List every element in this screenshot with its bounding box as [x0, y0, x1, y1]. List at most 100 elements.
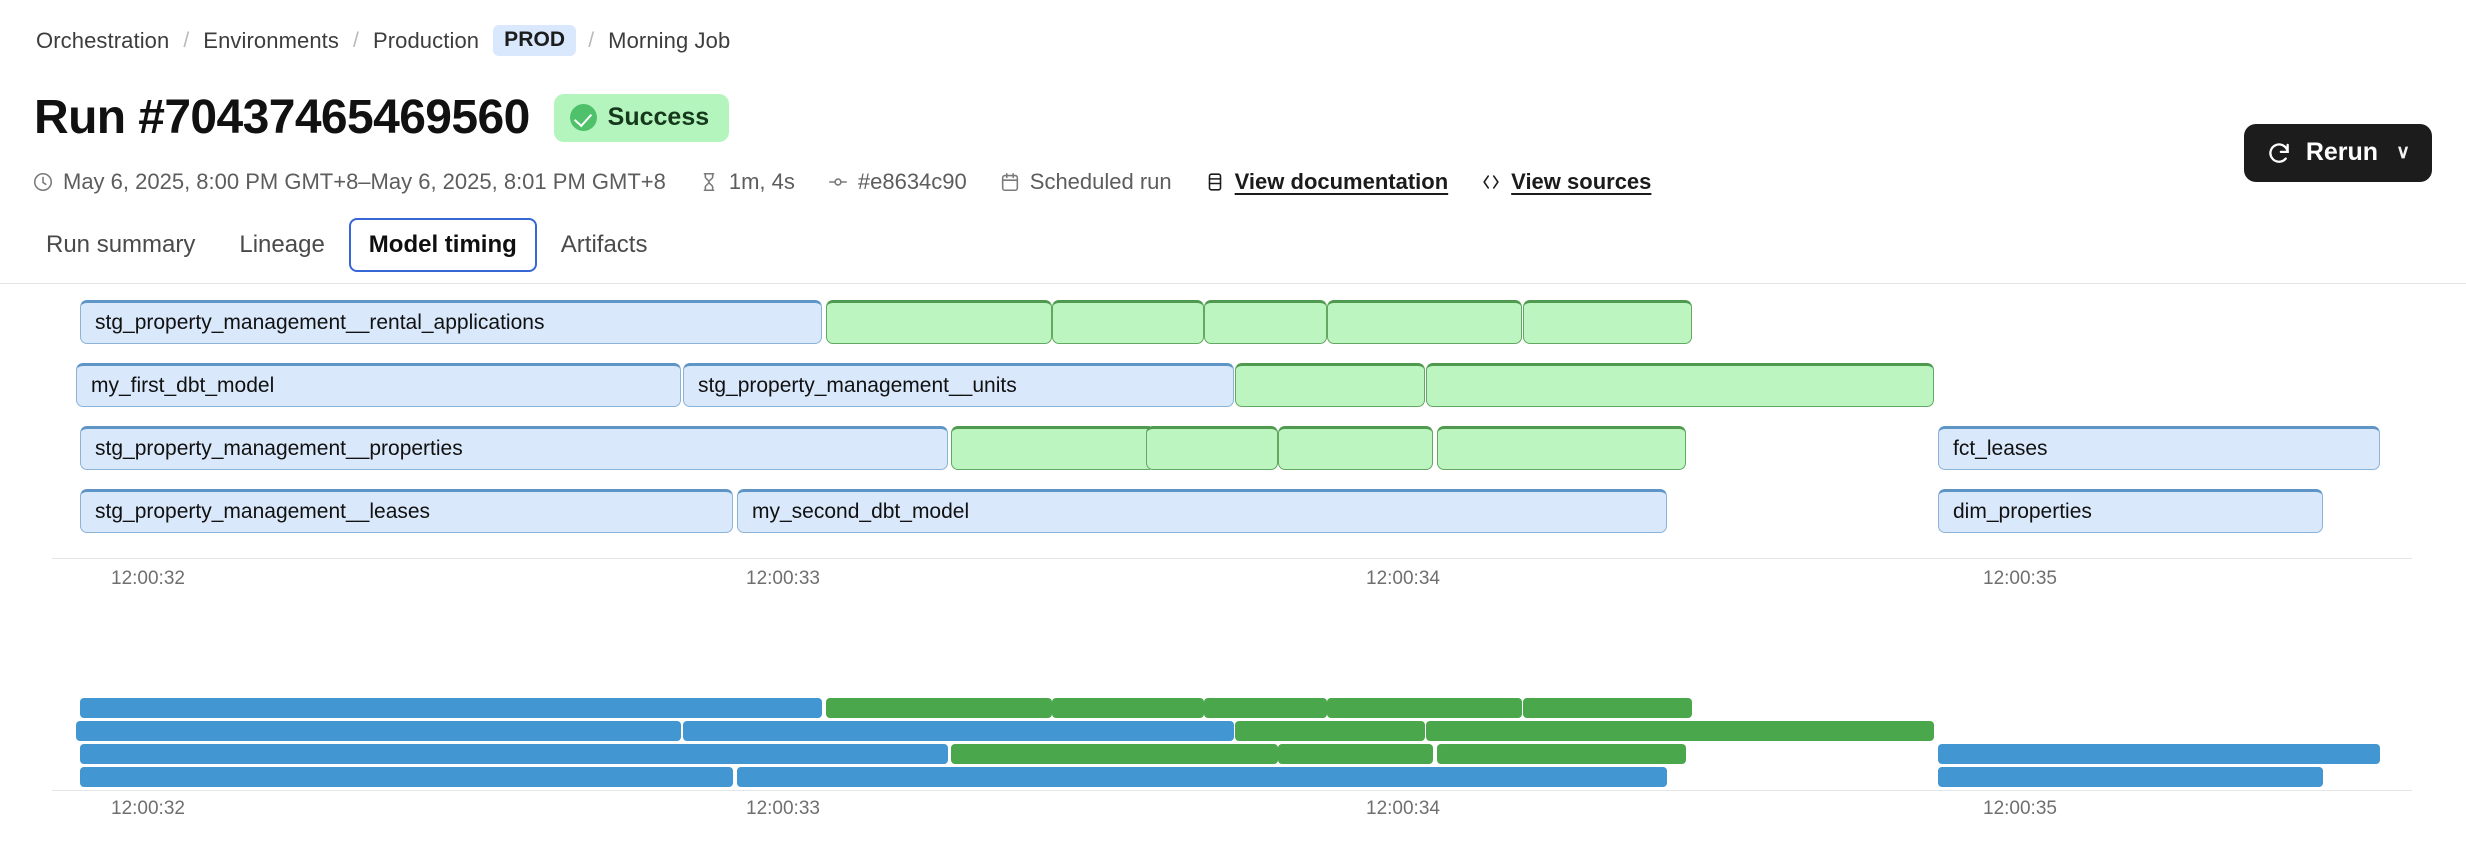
tab-run-summary[interactable]: Run summary [46, 231, 196, 258]
check-circle-icon [569, 103, 597, 131]
gantt-bar-stg-property-management-rental-applications[interactable]: stg_property_management__rental_applicat… [80, 300, 822, 344]
breadcrumb-item-orchestration[interactable]: Orchestration [36, 27, 170, 53]
breadcrumb-item-environments[interactable]: Environments [203, 27, 339, 53]
minimap-bar[interactable] [1426, 721, 1934, 741]
gantt-row: stg_property_management__rental_applicat… [0, 300, 2466, 344]
axis-tick-label: 12:00:32 [111, 568, 185, 589]
minimap-axis-tick-label: 12:00:33 [746, 798, 820, 819]
gantt-bar-test[interactable] [1523, 300, 1692, 344]
minimap-bar[interactable] [683, 721, 1234, 741]
minimap-bar[interactable] [80, 698, 822, 718]
tab-model-timing[interactable]: Model timing [348, 218, 537, 272]
gantt-bar-test[interactable] [1235, 363, 1425, 407]
gantt-bar-test[interactable] [1278, 426, 1433, 470]
meta-label: View sources [1511, 169, 1652, 194]
minimap-bar[interactable] [1523, 698, 1692, 718]
gantt-bar-label: dim_properties [1953, 500, 2092, 523]
tab-bar[interactable]: Run summary Lineage Model timing Artifacts [26, 218, 667, 272]
meta-label: #e8634c90 [857, 169, 967, 194]
run-meta-row: May 6, 2025, 8:00 PM GMT+8–May 6, 2025, … [32, 169, 1683, 195]
breadcrumb: Orchestration / Environments / Production PRO… [34, 25, 732, 56]
minimap-bar[interactable] [1052, 698, 1204, 718]
gantt-bar-stg-property-management-properties[interactable]: stg_property_management__properties [80, 426, 948, 470]
tab-lineage[interactable]: Lineage [239, 231, 325, 258]
gantt-bar-test[interactable] [1052, 300, 1204, 344]
tab-artifacts[interactable]: Artifacts [560, 231, 648, 258]
minimap-axis-tick-label: 12:00:32 [111, 798, 185, 819]
axis-tick-label: 12:00:35 [1983, 568, 2057, 589]
minimap-row [0, 698, 2466, 718]
breadcrumb-item-production[interactable]: Production [372, 27, 480, 53]
breadcrumb-tag-prod[interactable]: PROD [493, 25, 577, 56]
gantt-bar-label: my_first_dbt_model [91, 374, 275, 397]
minimap-bar[interactable] [1278, 744, 1433, 764]
minimap-row [0, 721, 2466, 741]
meta-code[interactable]: View sources [1480, 169, 1651, 195]
minimap-bar[interactable] [1437, 744, 1686, 764]
breadcrumb-separator: / [183, 28, 190, 52]
gantt-bar-label: my_second_dbt_model [752, 500, 970, 523]
meta-git-commit: #e8634c90 [827, 169, 967, 195]
gantt-bar-test[interactable] [951, 426, 1155, 470]
minimap-bar[interactable] [1327, 698, 1522, 718]
gantt-row: stg_property_management__properties fct_l… [0, 426, 2466, 470]
gantt-bar-my-second-dbt-model[interactable]: my_second_dbt_model [737, 489, 1667, 533]
gantt-bar-test[interactable] [1437, 426, 1686, 470]
minimap-bar[interactable] [826, 698, 1052, 718]
rerun-button-label: Rerun [2305, 138, 2379, 166]
gantt-bar-test[interactable] [1426, 363, 1934, 407]
minimap-bar[interactable] [1146, 744, 1278, 764]
gantt-bar-label: fct_leases [1953, 437, 2048, 460]
breadcrumb-separator: / [353, 28, 359, 52]
git-commit-icon [828, 178, 847, 186]
minimap-bar[interactable] [80, 767, 733, 787]
minimap-bar[interactable] [951, 744, 1155, 764]
meta-label: View documentation [1234, 169, 1449, 194]
gantt-bar-test[interactable] [1146, 426, 1278, 470]
gantt-bar-label: stg_property_management__leases [95, 500, 431, 523]
minimap-bar[interactable] [1938, 767, 2323, 787]
clock-icon [33, 172, 53, 192]
status-badge-label: Success [607, 102, 710, 131]
gantt-bar-stg-property-management-leases[interactable]: stg_property_management__leases [80, 489, 733, 533]
meta-book[interactable]: View documentation [1204, 169, 1449, 195]
gantt-bar-label: stg_property_management__properties [95, 437, 463, 460]
book-icon [1208, 173, 1221, 191]
meta-label: Scheduled run [1029, 169, 1172, 194]
gantt-bar-fct-leases[interactable]: fct_leases [1938, 426, 2380, 470]
minimap-axis-tick-label: 12:00:34 [1366, 798, 1440, 819]
gantt-bar-test[interactable] [826, 300, 1052, 344]
gantt-axis-rule [52, 558, 2412, 559]
meta-label: May 6, 2025, 8:00 PM GMT+8–May 6, 2025, … [63, 169, 666, 194]
gantt-bar-my-first-dbt-model[interactable]: my_first_dbt_model [76, 363, 681, 407]
gantt-bar-test[interactable] [1327, 300, 1522, 344]
title-row: Run #70437465469560 Success [34, 90, 730, 145]
meta-hourglass: 1m, 4s [698, 169, 795, 195]
model-timing-chart: stg_property_management__rental_applicat… [0, 300, 2466, 819]
minimap-bar[interactable] [1235, 721, 1425, 741]
gantt-bar-stg-property-management-units[interactable]: stg_property_management__units [683, 363, 1234, 407]
gantt-row: stg_property_management__leases my_second… [0, 489, 2466, 533]
refresh-icon [2269, 142, 2289, 163]
minimap-row [0, 744, 2466, 764]
gantt-bar-test[interactable] [1204, 300, 1327, 344]
minimap-bar[interactable] [1938, 744, 2380, 764]
code-icon [1483, 175, 1499, 189]
hourglass-icon [703, 172, 715, 192]
axis-tick-label: 12:00:34 [1366, 568, 1440, 589]
chevron-down-icon: ∨ [2396, 142, 2410, 163]
gantt-axis: 12:00:32 12:00:33 12:00:34 12:00:35 [0, 568, 2466, 592]
gantt-bar-dim-properties[interactable]: dim_properties [1938, 489, 2323, 533]
minimap-bar[interactable] [80, 744, 948, 764]
rerun-button[interactable]: Rerun ∨ [2243, 124, 2432, 182]
minimap-bar[interactable] [737, 767, 1667, 787]
minimap-bar[interactable] [76, 721, 681, 741]
timeline-minimap[interactable] [0, 698, 2466, 798]
calendar-icon [1001, 172, 1018, 192]
axis-tick-label: 12:00:33 [746, 568, 820, 589]
minimap-bar[interactable] [1204, 698, 1327, 718]
minimap-axis-rule [52, 790, 2412, 791]
minimap-axis-tick-label: 12:00:35 [1983, 798, 2057, 819]
gantt-bar-label: stg_property_management__units [698, 374, 1017, 397]
page-title: Run #70437465469560 [34, 91, 530, 144]
